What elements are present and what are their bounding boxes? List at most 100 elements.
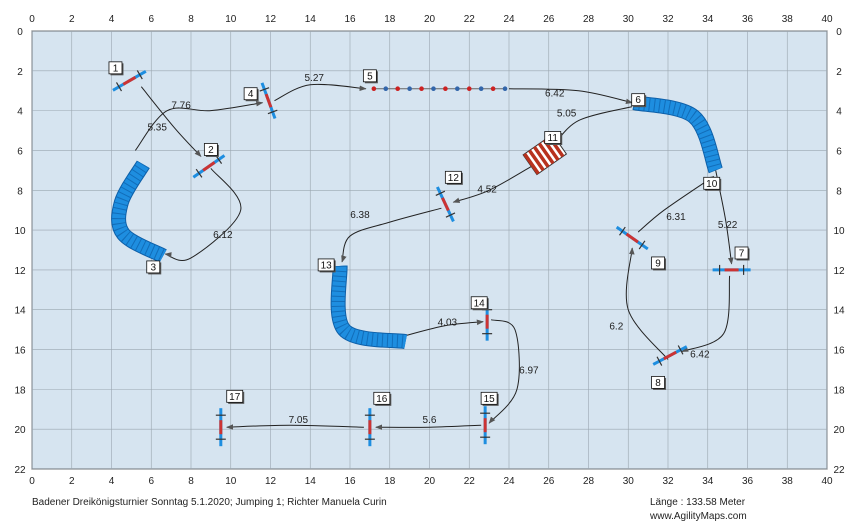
x-tick-label: 4 xyxy=(109,476,115,487)
number-box xyxy=(651,375,665,389)
y-tick-label: 8 xyxy=(17,186,23,197)
x-tick-label: 8 xyxy=(188,14,194,25)
y-tick-label: 18 xyxy=(14,385,26,396)
obstacle-number: 14 xyxy=(474,298,486,309)
jump-wing xyxy=(136,70,143,80)
x-tick-label: 0 xyxy=(29,476,35,487)
obstacle-number: 13 xyxy=(321,260,333,271)
distance-label: 5.35 xyxy=(147,123,167,134)
distance-label: 6.12 xyxy=(213,230,233,241)
x-tick-label: 12 xyxy=(265,476,277,487)
x-tick-label: 38 xyxy=(782,476,794,487)
weave-pole xyxy=(502,86,508,92)
jump-bar-center xyxy=(663,350,677,361)
x-tick-label: 30 xyxy=(623,476,635,487)
y-tick-label: 2 xyxy=(17,67,23,78)
jump-17 xyxy=(215,408,226,447)
path-segment xyxy=(637,175,715,233)
path-segment xyxy=(134,100,264,151)
weave-pole xyxy=(455,86,460,92)
y-tick-label: 22 xyxy=(14,465,26,476)
distance-label: 6.42 xyxy=(545,89,565,100)
x-tick-label: 26 xyxy=(543,476,555,487)
jump-8 xyxy=(652,345,688,366)
x-tick-label: 22 xyxy=(464,476,476,487)
x-tick-label: 18 xyxy=(384,476,396,487)
obstacle-number: 12 xyxy=(448,173,460,184)
number-box xyxy=(703,176,721,190)
y-tick-label: 2 xyxy=(836,67,842,78)
jump-bar-center xyxy=(625,232,639,244)
x-tick-label: 26 xyxy=(543,14,555,25)
jump-wing xyxy=(677,345,684,355)
x-tick-label: 12 xyxy=(265,14,277,25)
footer-length: Länge : 133.58 Meter xyxy=(650,497,746,508)
jump-wing xyxy=(638,240,646,250)
y-tick-label: 18 xyxy=(833,385,845,396)
tunnel-body xyxy=(331,265,407,349)
y-tick-label: 20 xyxy=(833,425,845,436)
jump-1 xyxy=(112,69,147,92)
jump-bar-center xyxy=(441,197,450,212)
jump-7 xyxy=(712,264,751,275)
obstacle-number: 3 xyxy=(150,262,156,273)
distance-label: 4.52 xyxy=(477,184,497,195)
x-tick-label: 16 xyxy=(344,14,356,25)
jump-4 xyxy=(259,82,278,120)
path-segment xyxy=(274,83,367,102)
distance-label: 5.6 xyxy=(423,415,437,426)
number-box xyxy=(203,143,218,156)
obstacle-number: 6 xyxy=(635,95,641,106)
x-tick-label: 6 xyxy=(148,14,154,25)
x-tick-label: 38 xyxy=(782,14,794,25)
number-box xyxy=(480,391,498,405)
distance-label: 6.38 xyxy=(350,210,370,221)
x-tick-label: 2 xyxy=(69,476,75,487)
jump-bar-center xyxy=(202,161,216,172)
footer-url[interactable]: www.AgilityMaps.com xyxy=(650,511,747,522)
y-tick-label: 10 xyxy=(14,226,26,237)
number-box xyxy=(470,296,488,310)
y-tick-label: 14 xyxy=(833,306,845,317)
weave-poles xyxy=(371,86,508,92)
jump-9 xyxy=(615,225,649,251)
path-segment xyxy=(625,247,669,360)
x-tick-label: 20 xyxy=(424,476,436,487)
distance-label: 5.22 xyxy=(718,220,738,231)
number-box xyxy=(243,87,258,101)
number-box xyxy=(108,61,123,75)
weave-pole xyxy=(490,86,496,92)
number-box xyxy=(146,260,161,274)
distance-label: 6.2 xyxy=(609,322,623,333)
x-tick-label: 40 xyxy=(821,476,833,487)
y-tick-label: 16 xyxy=(14,346,26,357)
x-tick-label: 30 xyxy=(623,14,635,25)
number-box xyxy=(444,170,462,184)
x-tick-label: 10 xyxy=(225,14,237,25)
tunnel-body xyxy=(632,96,722,173)
jump-bar-center xyxy=(264,93,273,108)
obstacle-number: 1 xyxy=(113,63,119,74)
x-tick-label: 24 xyxy=(503,476,515,487)
obstacle-number: 11 xyxy=(548,133,559,144)
path-segment xyxy=(405,319,484,337)
x-tick-label: 28 xyxy=(583,476,595,487)
y-tick-label: 12 xyxy=(14,266,26,277)
distance-label: 5.27 xyxy=(304,73,324,84)
path-segment xyxy=(341,207,442,263)
x-tick-label: 0 xyxy=(29,14,35,25)
x-tick-label: 14 xyxy=(305,476,317,487)
distance-label: 5.05 xyxy=(557,109,577,120)
jump-wing xyxy=(435,190,446,196)
path-segment xyxy=(452,163,536,203)
number-box xyxy=(651,256,665,270)
weave-pole xyxy=(371,86,377,92)
running-path xyxy=(134,83,734,430)
x-tick-label: 16 xyxy=(344,476,356,487)
path-segment xyxy=(488,319,520,424)
x-tick-label: 24 xyxy=(503,14,515,25)
number-box xyxy=(373,391,391,405)
y-tick-label: 6 xyxy=(17,146,23,157)
x-tick-label: 20 xyxy=(424,14,436,25)
